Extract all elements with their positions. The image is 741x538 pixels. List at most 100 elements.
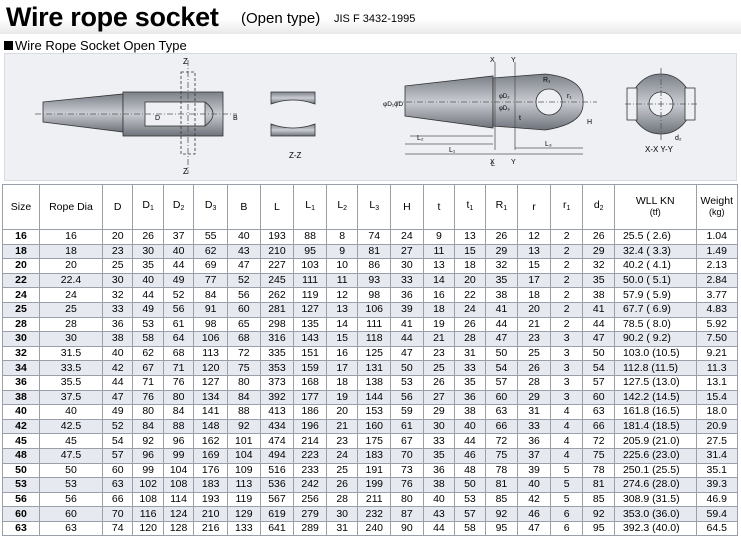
table-cell: 80	[132, 404, 164, 420]
label-D2: φD₂	[499, 94, 510, 100]
table-cell: 53	[132, 316, 164, 333]
table-cell: 169	[193, 447, 229, 464]
table-cell: 24	[454, 301, 486, 318]
table-cell: 66	[101, 491, 134, 508]
table-cell: 71	[132, 374, 164, 391]
table-cell: 98	[193, 316, 229, 333]
title-bar: Wire rope socket (Open type) JIS F 3432-…	[0, 0, 741, 34]
table-cell: 46	[517, 506, 551, 522]
column-header: L1	[293, 184, 327, 230]
table-cell: 9.21	[695, 345, 738, 362]
table-cell: 113	[227, 477, 261, 493]
weight-column-header: Weight(kg)	[695, 184, 738, 230]
table-cell: 63	[38, 520, 104, 537]
table-cell: 85	[582, 491, 615, 508]
table-cell: 298	[259, 316, 295, 333]
column-header-label: R	[495, 199, 504, 211]
table-cell: 15	[517, 258, 551, 274]
column-header-subscript: 1	[469, 205, 474, 212]
socket-side-view	[35, 60, 237, 174]
column-header: D2	[162, 184, 195, 230]
table-cell: 38	[582, 287, 615, 303]
size-cell: 53	[2, 477, 40, 493]
label-L2: L₂	[417, 135, 424, 142]
table-cell: 127	[193, 374, 229, 391]
table-cell: 92	[484, 506, 519, 522]
table-cell: 24	[390, 229, 424, 245]
table-cell: 7.50	[695, 331, 738, 347]
table-cell: 6	[549, 506, 584, 522]
table-cell: 31	[454, 345, 486, 362]
table-cell: 39.3	[695, 477, 738, 493]
wll-column-header: WLL KN(tf)	[613, 184, 697, 230]
table-cell: 13	[454, 229, 486, 245]
table-cell: 47	[227, 258, 261, 274]
table-cell: 12	[517, 229, 551, 245]
table-cell: 59.4	[695, 506, 738, 522]
table-cell: 103	[293, 258, 327, 274]
column-header: t	[422, 184, 456, 230]
table-cell: 176	[193, 462, 229, 479]
table-cell: 30	[422, 418, 456, 435]
table-cell: 24	[325, 447, 359, 464]
table-cell: 33	[101, 301, 134, 318]
table-cell: 81	[484, 477, 519, 493]
column-header-label: L	[305, 199, 312, 211]
column-header-label: t	[466, 199, 470, 211]
table-cell: 153	[357, 404, 392, 420]
table-cell: 27	[422, 389, 456, 406]
column-header: L	[259, 184, 295, 230]
table-cell: 46.9	[695, 491, 738, 508]
table-cell: 49	[162, 272, 195, 289]
size-cell: 42	[2, 418, 40, 435]
table-cell: 63	[582, 404, 615, 420]
table-cell: 59	[390, 404, 424, 420]
table-cell: 35	[132, 258, 164, 274]
table-cell: 30	[101, 272, 134, 289]
table-cell: 40	[227, 229, 261, 245]
table-cell: 58	[454, 520, 486, 537]
table-cell: 17	[325, 360, 359, 376]
table-cell: 60	[582, 389, 615, 406]
table-cell: 516	[259, 462, 295, 479]
table-cell: 64	[162, 331, 195, 347]
table-cell: 494	[259, 447, 295, 464]
table-cell: 129	[227, 506, 261, 522]
table-cell: 2	[549, 229, 584, 245]
table-cell: 474	[259, 433, 295, 449]
table-cell: 159	[293, 360, 327, 376]
table-cell: 53	[390, 374, 424, 391]
table-cell: 56	[162, 301, 195, 318]
table-cell: 9	[325, 243, 359, 260]
table-cell: 111	[293, 272, 327, 289]
weight-column-header-line1: Weight	[700, 195, 734, 207]
table-cell: 26	[454, 316, 486, 333]
table-cell: 57	[582, 374, 615, 391]
size-cell: 30	[2, 331, 40, 347]
table-cell: 70	[101, 506, 134, 522]
table-cell: 31	[517, 404, 551, 420]
table-cell: 138	[357, 374, 392, 391]
table-cell: 60	[38, 506, 104, 522]
table-cell: 29	[517, 389, 551, 406]
table-cell: 18.0	[695, 404, 738, 420]
table-cell: 13.1	[695, 374, 738, 391]
column-header-label: L	[369, 199, 376, 211]
wll-cell: 103.0 (10.5)	[613, 345, 697, 362]
label-D1D: φD₁φD	[383, 101, 403, 108]
wll-cell: 50.0 ( 5.1)	[613, 272, 697, 289]
square-bullet-icon	[4, 41, 13, 50]
table-cell: 38	[454, 404, 486, 420]
label-xxyy: X-X Y-Y	[645, 145, 674, 154]
table-cell: 289	[293, 520, 327, 537]
table-cell: 196	[293, 418, 327, 435]
table-cell: 133	[227, 520, 261, 537]
size-cell: 18	[2, 243, 40, 260]
table-cell: 116	[132, 506, 164, 522]
table-cell: 114	[162, 491, 195, 508]
table-cell: 95	[293, 243, 327, 260]
table-cell: 57	[454, 506, 486, 522]
